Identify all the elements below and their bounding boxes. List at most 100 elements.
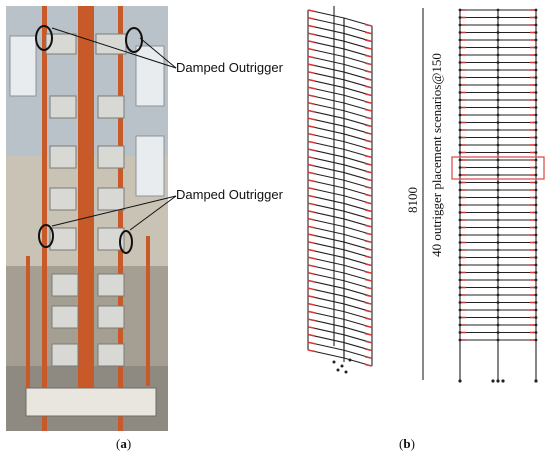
damper-mark (307, 71, 316, 75)
damper-mark (307, 279, 316, 283)
node (458, 38, 462, 42)
damper-mark (364, 232, 373, 236)
node (534, 181, 538, 184)
damper-mark (307, 271, 316, 275)
iso-floor-beam (307, 32, 373, 50)
damper-circle-mid-right (119, 230, 133, 254)
node (458, 263, 462, 267)
iso-floor-beam (307, 48, 373, 66)
node (534, 286, 538, 289)
node (496, 196, 500, 199)
node (534, 331, 538, 334)
support-node (344, 370, 348, 374)
damper-mark (364, 39, 373, 43)
damper-mark (307, 318, 316, 322)
damper-mark (307, 233, 316, 237)
support-node (340, 364, 344, 368)
node (534, 151, 538, 154)
node (496, 278, 500, 282)
iso-floor-beam (307, 218, 373, 236)
support-node (496, 379, 500, 383)
iso-floor-beam (307, 194, 373, 212)
damper-mark (364, 271, 373, 275)
damper-mark (307, 101, 316, 105)
iso-floor-beam (307, 256, 373, 274)
node (458, 248, 462, 252)
damper-mark (364, 108, 373, 112)
node (534, 38, 538, 42)
placement-scenarios-label: 40 outrigger placement scenarios@150 (429, 53, 444, 257)
node (496, 188, 500, 192)
iso-floor-beam (307, 233, 373, 251)
node (496, 316, 500, 319)
damper-mark (307, 256, 316, 260)
node (534, 128, 538, 132)
node (458, 121, 462, 124)
damper-mark (307, 125, 316, 129)
node (534, 293, 538, 297)
node (458, 113, 462, 117)
node (496, 338, 500, 342)
damper-mark (364, 348, 373, 352)
support-node (534, 379, 538, 383)
node (534, 241, 538, 244)
node (496, 16, 500, 19)
node (458, 61, 462, 64)
node (496, 203, 500, 207)
iso-floor-beam (307, 303, 373, 321)
iso-floor-beam (307, 86, 373, 104)
node (534, 218, 538, 222)
node (458, 181, 462, 184)
node (496, 256, 500, 259)
damper-mark (307, 148, 316, 152)
iso-floor-beam (307, 94, 373, 112)
node (496, 136, 500, 139)
iso-floor-beam (307, 102, 373, 120)
damper-mark (364, 162, 373, 166)
damper-mark (364, 201, 373, 205)
node (534, 83, 538, 87)
damper-mark (307, 241, 316, 245)
iso-floor-beam (307, 55, 373, 73)
iso-floor-beam (307, 326, 373, 344)
iso-floor-beam (307, 264, 373, 282)
damper-mark (307, 264, 316, 268)
node (458, 68, 462, 72)
damper-mark (307, 217, 316, 221)
damper-mark (364, 178, 373, 182)
node (496, 331, 500, 334)
node (496, 31, 500, 34)
node (534, 173, 538, 177)
damper-mark (307, 171, 316, 175)
damper-mark (307, 109, 316, 113)
iso-floor-beam (307, 117, 373, 135)
node (458, 173, 462, 177)
support-node (458, 379, 462, 383)
damper-mark (364, 224, 373, 228)
node (458, 233, 462, 237)
damper-mark (307, 326, 316, 330)
node (496, 218, 500, 222)
node (496, 248, 500, 252)
highlighted-outrigger-level (451, 156, 545, 180)
iso-floor-beam (307, 334, 373, 352)
damper-mark (364, 85, 373, 89)
node (534, 23, 538, 27)
node (496, 308, 500, 312)
node (496, 83, 500, 87)
node (534, 106, 538, 109)
node (496, 98, 500, 102)
damper-mark (307, 55, 316, 59)
node (496, 151, 500, 154)
node (496, 271, 500, 274)
node (534, 338, 538, 342)
iso-floor-beam (307, 287, 373, 305)
node (534, 76, 538, 79)
damper-circle-mid-left (38, 224, 54, 248)
damper-mark (364, 309, 373, 313)
damper-mark (307, 132, 316, 136)
damper-mark (364, 193, 373, 197)
damper-mark (364, 77, 373, 81)
node (496, 128, 500, 132)
iso-floor-beam (307, 164, 373, 182)
